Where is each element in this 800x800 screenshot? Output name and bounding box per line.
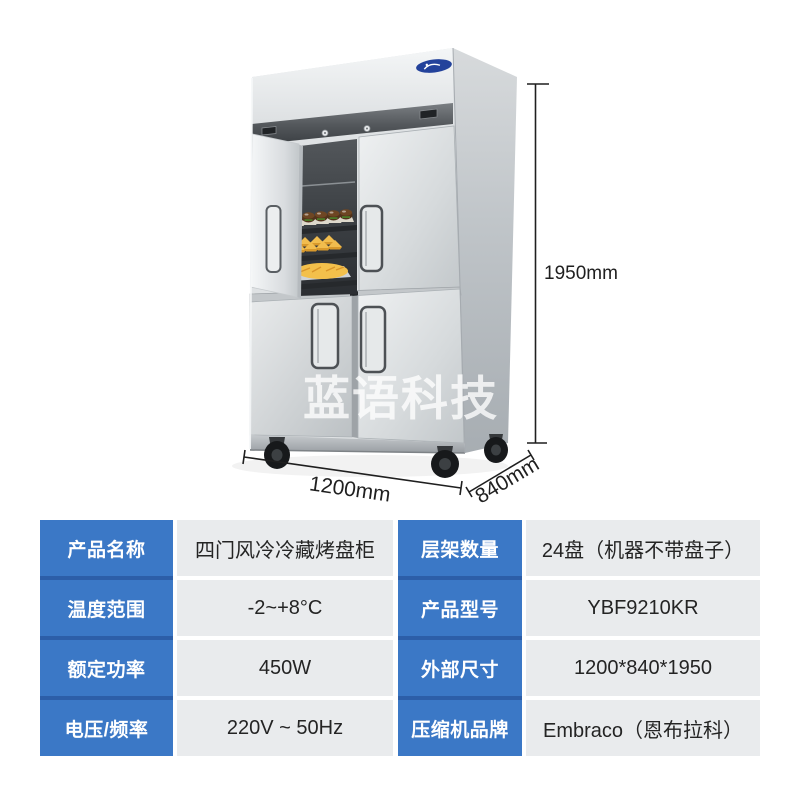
spec-label-cell: 压缩机品牌	[398, 700, 522, 756]
tray-fries	[291, 263, 357, 290]
watermark-text: 蓝语科技	[303, 372, 499, 425]
spec-value-cell: 四门风冷冷藏烤盘柜	[177, 520, 393, 576]
spec-label-cell: 温度范围	[40, 580, 173, 636]
refrigerator-cabinet: 蓝语科技	[249, 47, 517, 478]
spec-value-cell: -2~+8°C	[177, 580, 393, 636]
spec-table-right-columns: 层架数量 产品型号 外部尺寸 压缩机品牌 24盘（机器不带盘子） YBF9210…	[398, 520, 760, 756]
spec-value-cell: 24盘（机器不带盘子）	[526, 520, 760, 576]
spec-table-left-columns: 产品名称 温度范围 额定功率 电压/频率 四门风冷冷藏烤盘柜 -2~+8°C 4…	[40, 520, 393, 756]
open-compartment	[288, 139, 357, 296]
spec-value-cell: 220V ~ 50Hz	[177, 700, 393, 756]
spec-value-column: 四门风冷冷藏烤盘柜 -2~+8°C 450W 220V ~ 50Hz	[177, 520, 393, 756]
spec-label-column: 产品名称 温度范围 额定功率 电压/频率	[40, 520, 173, 756]
spec-value-cell: 1200*840*1950	[526, 640, 760, 696]
spec-label-cell: 产品型号	[398, 580, 522, 636]
spec-label-cell: 额定功率	[40, 640, 173, 696]
door-handle	[359, 204, 384, 273]
spec-label-cell: 层架数量	[398, 520, 522, 576]
door-handle	[359, 305, 387, 374]
door-top-right	[358, 125, 461, 295]
spec-value-cell: 450W	[177, 640, 393, 696]
top-vent-band	[252, 103, 453, 145]
height-dimension: 1950mm	[527, 83, 618, 444]
spec-label-column: 层架数量 产品型号 外部尺寸 压缩机品牌	[398, 520, 522, 756]
door-handle	[265, 205, 282, 273]
spec-table: 产品名称 温度范围 额定功率 电压/频率 四门风冷冷藏烤盘柜 -2~+8°C 4…	[40, 520, 760, 756]
product-image: 蓝语科技 1950mm 1200mm 840mm	[232, 47, 618, 508]
height-dimension-label: 1950mm	[544, 263, 618, 284]
door-handle	[310, 302, 340, 370]
spec-value-column: 24盘（机器不带盘子） YBF9210KR 1200*840*1950 Embr…	[526, 520, 760, 756]
brand-logo-icon	[416, 59, 452, 73]
door-bottom-right	[357, 288, 465, 444]
tray-pastries	[289, 235, 357, 262]
spec-label-cell: 电压/频率	[40, 700, 173, 756]
width-dimension-label: 1200mm	[308, 472, 392, 506]
spec-value-cell: YBF9210KR	[526, 580, 760, 636]
door-top-left-open	[250, 133, 303, 298]
base-strip	[250, 435, 465, 453]
tray-burgers	[288, 209, 357, 235]
spec-value-cell: Embraco（恩布拉科）	[526, 700, 760, 756]
spec-label-cell: 产品名称	[40, 520, 173, 576]
spec-label-cell: 外部尺寸	[398, 640, 522, 696]
